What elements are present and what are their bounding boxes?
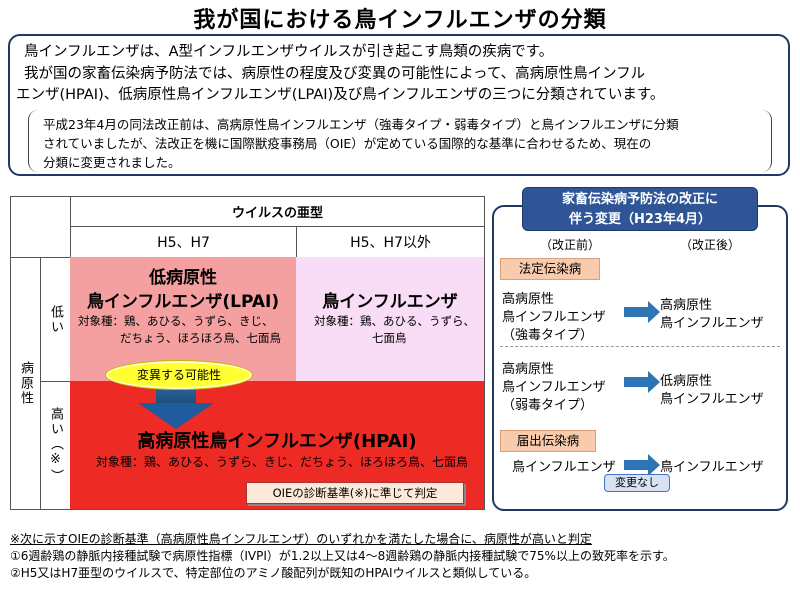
note-line: 分類に変更されました。 — [43, 155, 181, 170]
r1-after: 鳥インフルエンザ — [660, 316, 764, 331]
intro-line: 鳥インフルエンザは、A型インフルエンザウイルスが引き起こす鳥類の疾病です。 — [24, 44, 554, 60]
virus-subtype-header: ウイルスの亜型 — [70, 196, 485, 227]
footnote-line: ②H5又はH7亜型のウイルスで、特定部位のアミノ酸配列が既知のHPAIウイルスと… — [10, 566, 537, 580]
after-label: （改正後） — [680, 238, 741, 252]
lpai-species: だちょう、ほろほろ鳥、七面鳥 — [120, 331, 281, 345]
col-other: H5、H7以外 — [296, 226, 485, 258]
r2-before: 高病原性 — [502, 362, 555, 377]
r1-before: 高病原性 — [502, 292, 555, 307]
footnote-line: ①6週齢鶏の静脈内接種試験で病原性指標（IVPI）が1.2以上又は4〜8週齢鶏の… — [10, 549, 675, 563]
intro-line: エンザ(HPAI)、低病原性鳥インフルエンザ(LPAI)及び鳥インフルエンザの三… — [16, 87, 665, 103]
oie-criteria-box: OIEの診断基準(※)に準じて判定 — [246, 482, 464, 504]
note-line: 平成23年4月の同法改正前は、高病原性鳥インフルエンザ（強毒タイプ・弱毒タイプ）… — [43, 117, 679, 132]
r2-before: （弱毒タイプ） — [502, 398, 594, 413]
row-high: 高い（※） — [40, 381, 71, 510]
mutation-cloud: 変異する可能性 — [105, 360, 253, 390]
ai-cell: 鳥インフルエンザ 対象種：鶏、あひる、うずら、 七面鳥 — [296, 257, 484, 381]
intro-box: 鳥インフルエンザは、A型インフルエンザウイルスが引き起こす鳥類の疾病です。 我が… — [8, 34, 790, 176]
notifiable-disease-tag: 届出伝染病 — [500, 430, 596, 452]
right-arrow-icon — [624, 301, 660, 323]
r3-after: 鳥インフルエンザ — [660, 460, 764, 475]
row-low: 低い — [40, 257, 71, 382]
revision-panel-header: 家畜伝染病予防法の改正に 伴う変更（H23年4月） — [522, 187, 758, 231]
lpai-title: 鳥インフルエンザ(LPAI) — [86, 292, 280, 312]
pathogenicity-header: 病原性 — [10, 257, 41, 510]
header-line: 伴う変更（H23年4月） — [568, 212, 712, 227]
r2-before: 鳥インフルエンザ — [502, 380, 606, 395]
right-arrow-icon — [624, 454, 660, 476]
ai-title: 鳥インフルエンザ — [322, 292, 458, 312]
corner-cell — [10, 196, 71, 258]
r2-after: 低病原性 — [660, 374, 713, 389]
page-title: 我が国における鳥インフルエンザの分類 — [193, 8, 607, 33]
no-change-badge: 変更なし — [604, 474, 670, 492]
r1-before: （強毒タイプ） — [502, 328, 594, 343]
r1-before: 鳥インフルエンザ — [502, 310, 606, 325]
col-h5h7: H5、H7 — [70, 226, 297, 258]
revision-note: 平成23年4月の同法改正前は、高病原性鳥インフルエンザ（強毒タイプ・弱毒タイプ）… — [28, 110, 772, 172]
right-arrow-icon — [624, 371, 660, 393]
lpai-species: 対象種：鶏、あひる、うずら、きじ、 — [78, 314, 274, 328]
ai-species: 対象種：鶏、あひる、うずら、 — [314, 314, 475, 328]
ai-species: 七面鳥 — [372, 331, 407, 345]
header-line: 家畜伝染病予防法の改正に — [561, 192, 718, 207]
intro-line: 我が国の家畜伝染病予防法では、病原性の程度及び変異の可能性によって、高病原性鳥イ… — [24, 66, 646, 82]
footnote-line: ※次に示すOIEの診断基準（高病原性鳥インフルエンザ）のいずれかを満たした場合に… — [10, 532, 592, 546]
hpai-title: 高病原性鳥インフルエンザ(HPAI) — [137, 431, 417, 452]
r1-after: 高病原性 — [660, 298, 713, 313]
legal-disease-tag: 法定伝染病 — [500, 258, 600, 280]
hpai-species: 対象種：鶏、あひる、うずら、きじ、だちょう、ほろほろ鳥、七面鳥 — [96, 455, 469, 469]
note-line: されていましたが、法改正を機に国際獣疫事務局（OIE）が定めている国際的な基準に… — [43, 136, 652, 151]
r2-after: 鳥インフルエンザ — [660, 392, 764, 407]
lpai-cell: 低病原性 鳥インフルエンザ(LPAI) 対象種：鶏、あひる、うずら、きじ、 だち… — [70, 257, 296, 381]
r3-before: 鳥インフルエンザ — [512, 460, 616, 475]
down-arrow-head-icon — [138, 403, 214, 429]
lpai-title: 低病原性 — [149, 268, 217, 288]
before-label: （改正前） — [540, 238, 601, 252]
divider — [500, 346, 780, 347]
